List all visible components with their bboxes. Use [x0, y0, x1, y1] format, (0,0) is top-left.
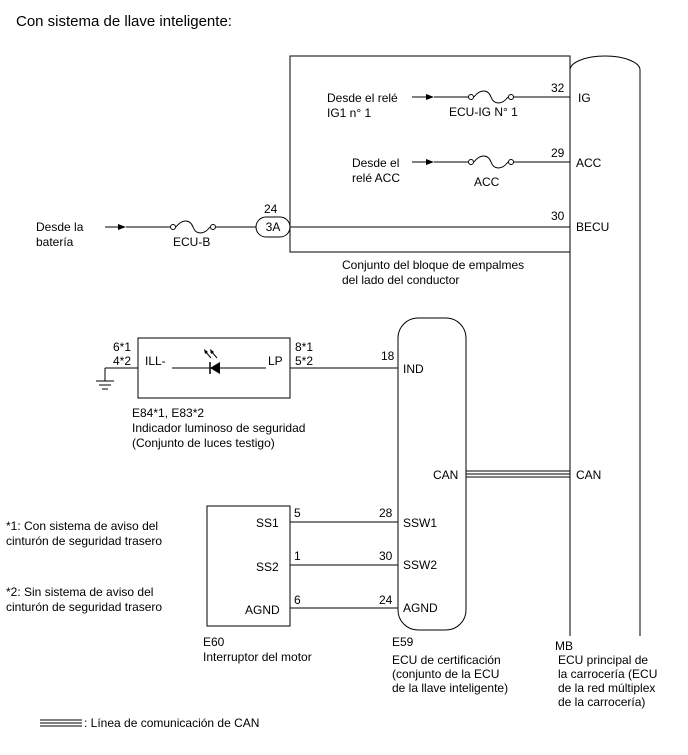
fuse-ecub-label: ECU-B	[173, 235, 210, 249]
ill-terminal: ILL-	[145, 354, 166, 368]
term-agnd-e60: AGND	[245, 603, 280, 617]
pin-ss1: 5	[294, 506, 301, 520]
term-ind: IND	[403, 362, 424, 376]
fuse-acc-terminal-left	[468, 159, 474, 165]
term-agnd-e59: AGND	[403, 601, 438, 615]
fuse-acc-terminal-right	[508, 159, 514, 165]
security-indicator: 6*1 4*2 8*1 5*2 ILL- LP E84*1, E83*2 Ind…	[96, 337, 313, 450]
engine-switch: SS1 SS2 AGND 5 1 6 E60 Interruptor del m…	[203, 505, 312, 664]
footnote-2: *2: Sin sistema de aviso del	[6, 585, 153, 599]
source-ig-label-2: IG1 n° 1	[327, 106, 371, 120]
legend: : Línea de comunicación de CAN	[40, 716, 259, 730]
pin-acc: 29	[551, 146, 565, 160]
footnotes: *1: Con sistema de aviso del cinturón de…	[6, 519, 162, 614]
pin-agnd-e59: 24	[379, 593, 393, 607]
led-icon	[210, 362, 220, 374]
can-bus	[466, 470, 570, 478]
fuse-ig-terminal-right	[508, 94, 514, 100]
term-can-e59: CAN	[433, 468, 458, 482]
ill-pin-1: 6*1	[113, 340, 131, 354]
junction-block-box	[289, 55, 571, 253]
mb-code: MB	[555, 639, 573, 653]
security-indicator-name: Indicador luminoso de seguridad	[132, 421, 305, 435]
certification-ecu-code: E59	[392, 635, 414, 649]
fuse-acc-label: ACC	[474, 175, 500, 189]
security-indicator-code: E84*1, E83*2	[132, 406, 204, 420]
mb-term-becu: BECU	[576, 220, 609, 234]
security-indicator-name-2: (Conjunto de luces testigo)	[132, 436, 275, 450]
footnote-1-line-2: cinturón de seguridad trasero	[6, 534, 162, 548]
certification-ecu-name-3: de la llave inteligente)	[392, 681, 508, 695]
source-acc-label-2: relé ACC	[352, 171, 400, 185]
lp-pin-2: 5*2	[295, 354, 313, 368]
pin-ind: 18	[381, 349, 395, 363]
mb-term-can: CAN	[576, 468, 601, 482]
battery-source-label: Desde la	[36, 220, 84, 234]
pin-ig: 32	[551, 81, 565, 95]
main-body-ecu-outline	[569, 55, 641, 636]
fuse-acc-icon	[473, 155, 509, 169]
engine-switch-code: E60	[203, 635, 225, 649]
diagram-title: Con sistema de llave inteligente:	[16, 13, 232, 30]
mb-name-2: la carrocería (ECU	[558, 667, 657, 681]
footnote-2-line-2: cinturón de seguridad trasero	[6, 600, 162, 614]
term-ss2: SS2	[256, 560, 279, 574]
battery-source-label-2: batería	[36, 235, 74, 249]
fuse-ig-label: ECU-IG N° 1	[449, 105, 518, 119]
source-acc-label: Desde el	[352, 156, 399, 170]
pin-ssw1: 28	[379, 506, 393, 520]
main-body-ecu: IG ACC BECU CAN MB ECU principal de la c…	[555, 55, 657, 709]
lp-terminal: LP	[268, 354, 283, 368]
source-acc-arrow-icon	[426, 159, 434, 165]
pin-agnd-e60: 6	[294, 593, 301, 607]
junction-block: Conjunto del bloque de empalmes del lado…	[255, 55, 571, 287]
pin-becu: 30	[551, 209, 565, 223]
battery-arrow-icon	[118, 224, 126, 230]
fuse-ig-icon	[473, 90, 509, 104]
fuse-ecub-terminal-left	[170, 224, 176, 230]
lp-pin-1: 8*1	[295, 340, 313, 354]
certification-ecu-name-2: (conjunto de la ECU	[392, 667, 499, 681]
engine-switch-box	[206, 505, 291, 627]
term-ss1: SS1	[256, 516, 279, 530]
fuse-ecub-terminal-right	[210, 224, 216, 230]
mb-term-ig: IG	[578, 91, 591, 105]
can-line-legend-label: : Línea de comunicación de CAN	[84, 716, 259, 730]
source-ig-arrow-icon	[426, 94, 434, 100]
term-ssw2: SSW2	[403, 558, 437, 572]
connector-3a-pin: 24	[264, 202, 278, 216]
led-light-rays-icon	[204, 349, 218, 359]
source-ig-label: Desde el relé	[327, 91, 398, 105]
term-ssw1: SSW1	[403, 516, 437, 530]
mb-name: ECU principal de	[558, 653, 648, 667]
junction-block-name: Conjunto del bloque de empalmes	[342, 258, 524, 272]
pin-ssw2: 30	[379, 549, 393, 563]
connector-3a-label: 3A	[266, 220, 281, 234]
ill-pin-2: 4*2	[113, 354, 131, 368]
mb-name-3: de la red múltiplex	[558, 681, 655, 695]
pin-ss2: 1	[294, 549, 301, 563]
battery-feed: Desde la batería ECU-B	[36, 220, 256, 249]
can-line-legend-icon	[40, 719, 82, 727]
fuse-ig-terminal-left	[468, 94, 474, 100]
mb-term-acc: ACC	[576, 156, 602, 170]
fuse-ecub-icon	[175, 220, 211, 234]
mb-name-4: de la carrocería)	[558, 695, 645, 709]
certification-ecu-name: ECU de certificación	[392, 653, 501, 667]
engine-switch-name: Interruptor del motor	[203, 650, 312, 664]
ground-icon	[96, 380, 114, 390]
certification-ecu: 18 IND CAN 28 SSW1 30 SSW2 24 AGND E59 E…	[379, 317, 508, 695]
footnote-1: *1: Con sistema de aviso del	[6, 519, 158, 533]
junction-block-name-2: del lado del conductor	[342, 273, 459, 287]
